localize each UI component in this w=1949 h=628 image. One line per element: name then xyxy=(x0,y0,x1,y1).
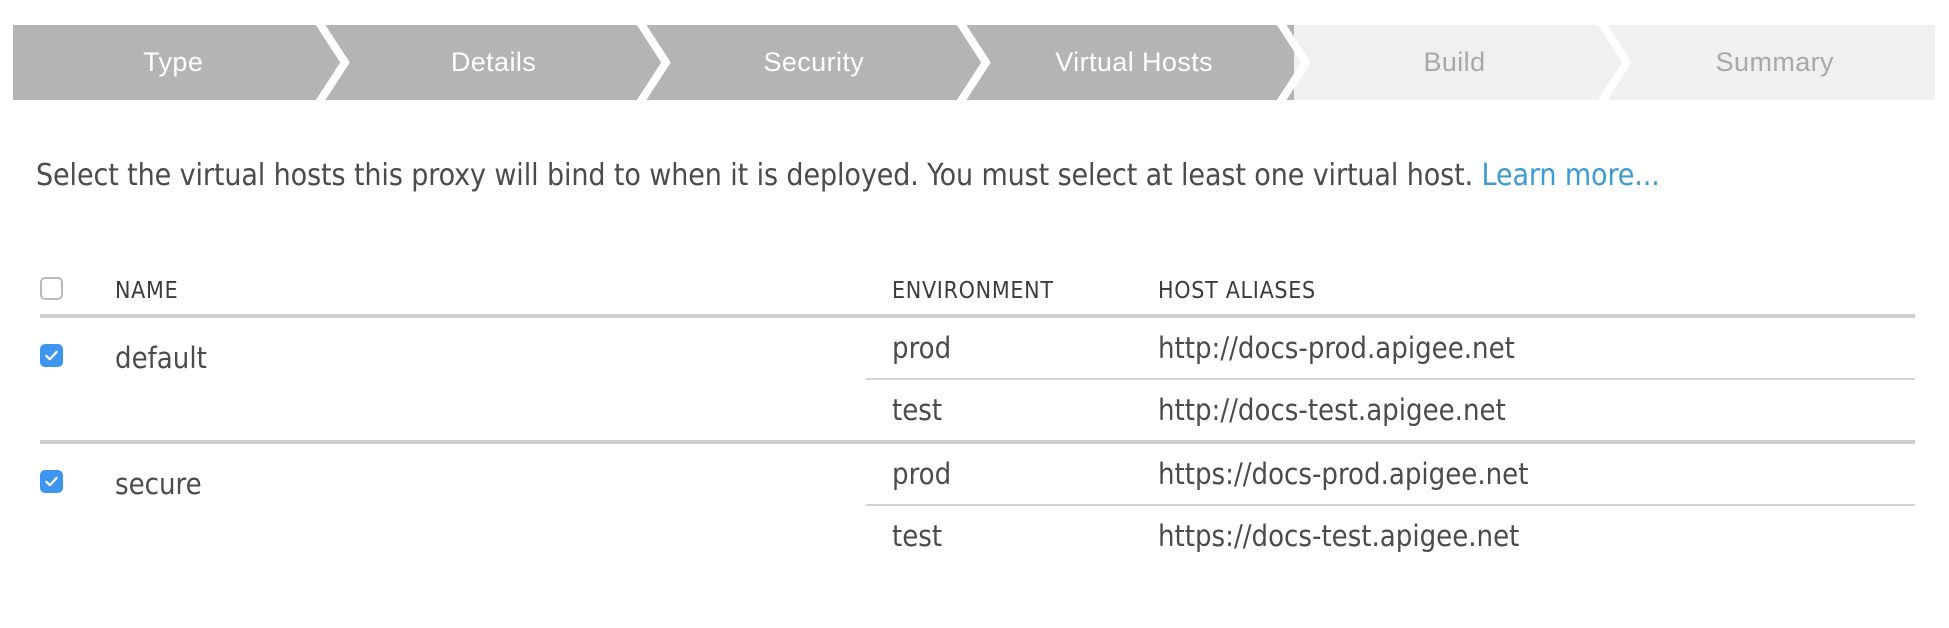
table-header-row: NAME ENVIRONMENT HOST ALIASES xyxy=(40,268,1915,318)
row-select-cell xyxy=(40,470,80,494)
environment-name: test xyxy=(892,393,943,427)
wizard-step-details[interactable]: Details xyxy=(333,25,671,100)
table-row: secure prod https://docs-prod.apigee.net te… xyxy=(40,444,1915,566)
environment-name: test xyxy=(892,519,943,553)
environment-row: prod http://docs-prod.apigee.net xyxy=(866,318,1915,380)
wizard-step-virtual-hosts[interactable]: Virtual Hosts xyxy=(973,25,1312,100)
select-all-checkbox[interactable] xyxy=(40,276,63,300)
description-text: Select the virtual hosts this proxy will… xyxy=(36,158,1482,193)
wizard-step-label: Build xyxy=(1423,47,1486,77)
host-alias: https://docs-test.apigee.net xyxy=(1158,519,1520,553)
wizard-step-label: Virtual Hosts xyxy=(1055,47,1214,77)
page-description: Select the virtual hosts this proxy will… xyxy=(36,158,1660,193)
virtual-hosts-table: NAME ENVIRONMENT HOST ALIASES default pro… xyxy=(40,268,1915,566)
environment-row: test http://docs-test.apigee.net xyxy=(866,380,1915,440)
header-name: NAME xyxy=(115,278,179,304)
virtual-host-cell: secure xyxy=(40,444,866,566)
wizard-step-summary[interactable]: Summary xyxy=(1614,25,1935,100)
wizard-step-type[interactable]: Type xyxy=(13,25,351,100)
host-alias: https://docs-prod.apigee.net xyxy=(1158,457,1529,491)
header-host-aliases: HOST ALIASES xyxy=(1158,278,1316,304)
environment-name: prod xyxy=(892,331,952,365)
table-row: default prod http://docs-prod.apigee.net te… xyxy=(40,318,1915,444)
virtual-host-cell: default xyxy=(40,318,866,440)
environment-name: prod xyxy=(892,457,952,491)
virtual-host-name: default xyxy=(115,341,207,375)
row-checkbox[interactable] xyxy=(40,344,63,367)
wizard-step-label: Security xyxy=(763,47,865,77)
select-all-cell xyxy=(40,276,80,306)
environment-row: prod https://docs-prod.apigee.net xyxy=(866,444,1915,506)
wizard-step-label: Summary xyxy=(1715,47,1834,77)
table-body: default prod http://docs-prod.apigee.net te… xyxy=(40,318,1915,566)
learn-more-link[interactable]: Learn more... xyxy=(1481,158,1660,193)
environment-row: test https://docs-test.apigee.net xyxy=(866,506,1915,566)
host-alias: http://docs-test.apigee.net xyxy=(1158,393,1506,427)
wizard-step-banner: Type Details Security Virtual Hosts Build Sum… xyxy=(13,25,1935,100)
row-select-cell xyxy=(40,344,80,368)
wizard-step-security[interactable]: Security xyxy=(653,25,991,100)
wizard-step-build[interactable]: Build xyxy=(1294,25,1632,100)
virtual-host-name: secure xyxy=(115,467,202,501)
wizard-step-label: Type xyxy=(143,47,204,77)
environment-list: prod https://docs-prod.apigee.net test http… xyxy=(866,444,1915,566)
environment-list: prod http://docs-prod.apigee.net test http:… xyxy=(866,318,1915,440)
wizard-step-label: Details xyxy=(450,47,537,77)
header-environment: ENVIRONMENT xyxy=(892,278,1054,304)
host-alias: http://docs-prod.apigee.net xyxy=(1158,331,1515,365)
row-checkbox[interactable] xyxy=(40,470,63,493)
